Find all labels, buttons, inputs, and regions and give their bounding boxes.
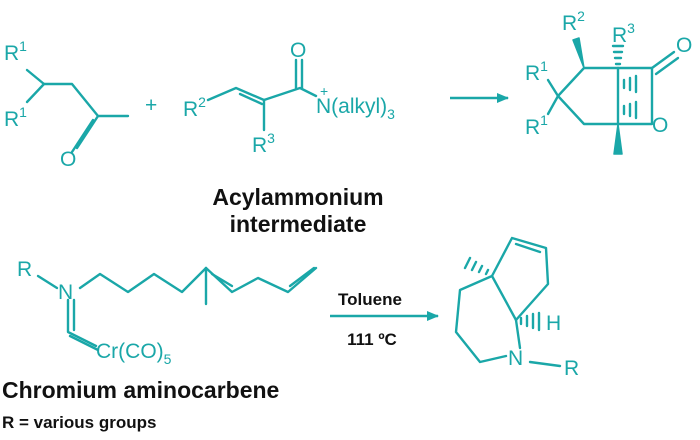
ketone-oxygen-label: O: [60, 148, 76, 171]
aminocarbene-reactant: R N Cr(CO)5: [17, 258, 318, 367]
chromium-pentacarbonyl-label: Cr(CO)5: [96, 340, 172, 367]
trialkylammonium-label: N(alkyl)3: [316, 95, 395, 122]
product-r1-bottom-label: R1: [525, 112, 548, 139]
carbene-nitrogen-label: N: [58, 281, 73, 304]
lactone-ring-oxygen: O: [652, 114, 668, 137]
product-h-label: H: [546, 312, 561, 335]
plus-sign: +: [145, 94, 157, 117]
product-nitrogen-label: N: [508, 347, 523, 370]
condition-temperature: 111 ºC: [347, 330, 397, 349]
condition-solvent: Toluene: [338, 290, 402, 309]
product-r1-top-label: R1: [525, 58, 548, 85]
acylammonium-reactant: R2 O + N(alkyl)3 R3: [183, 39, 395, 157]
aminocarbene-caption: Chromium aminocarbene: [2, 377, 279, 403]
bicyclic-amine-product: N R H: [454, 236, 579, 380]
product-r3-label: R3: [612, 20, 635, 47]
acylammonium-caption-line1: Acylammonium: [212, 184, 383, 210]
r3-label: R3: [252, 130, 275, 157]
beta-lactone-product: R2 R3 R1 R1 O O: [525, 8, 692, 155]
product-r-label: R: [564, 357, 579, 380]
carbene-r-label: R: [17, 258, 32, 281]
lactone-carbonyl-oxygen: O: [676, 34, 692, 57]
ketone-reactant: R1 R1 O: [4, 38, 130, 171]
acylammonium-caption-line2: intermediate: [230, 211, 367, 237]
product-r2-label: R2: [562, 8, 585, 35]
r1-top-label: R1: [4, 38, 27, 65]
amide-oxygen-label: O: [290, 39, 306, 62]
r2-label: R2: [183, 94, 206, 121]
r-groups-note: R = various groups: [2, 413, 156, 432]
ammonium-charge: +: [320, 83, 328, 99]
r1-bottom-label: R1: [4, 104, 27, 131]
